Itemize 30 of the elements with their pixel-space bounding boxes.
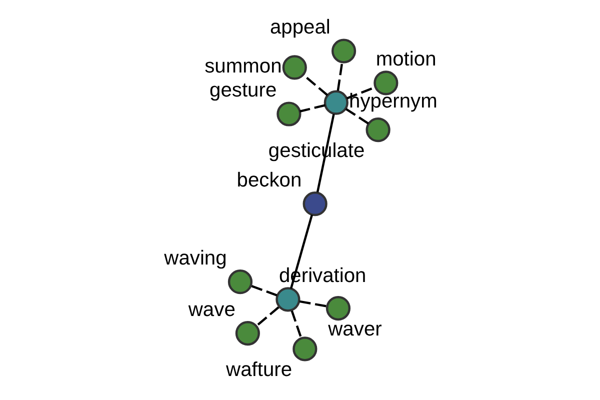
connector [336,62,343,91]
connector [299,104,325,112]
node-label: summon [204,55,282,78]
connector [344,108,368,124]
node-circle [331,38,356,64]
connector [289,214,313,289]
node-circle [325,296,350,321]
node-circle [275,287,300,312]
node-circle [234,320,260,346]
node-circle [276,102,301,126]
node-label: beckon [236,169,302,192]
node-label: appeal [269,16,330,39]
connector [298,300,326,308]
node-circle [302,192,327,216]
node-circle [227,270,252,294]
connector [255,306,279,327]
connector [290,310,302,339]
node-circle [365,118,390,142]
node-circle [292,336,317,362]
node-label: gesture [209,80,276,102]
connector [316,114,334,192]
node-circle [282,55,306,80]
node-label: waver [328,318,382,341]
connector [250,284,277,296]
node-label: wave [188,298,235,321]
node-circle [323,90,348,115]
node-label: wafture [226,359,292,382]
node-label: hypernym [348,90,437,113]
node-label: waving [164,247,226,270]
node-label: motion [375,48,436,71]
